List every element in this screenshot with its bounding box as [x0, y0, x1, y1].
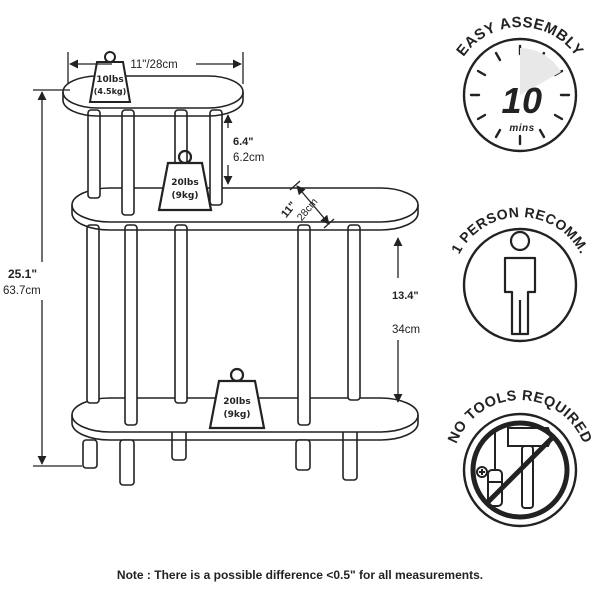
assembly-minutes: 10	[501, 80, 542, 121]
assembly-unit: mins	[509, 123, 534, 134]
no-sign-icon	[470, 420, 570, 520]
leg	[121, 109, 135, 216]
leg	[297, 224, 311, 426]
total-height-cm: 63.7cm	[3, 285, 41, 297]
leg	[119, 439, 135, 486]
weight-icon-middle: 20lbs (9kg)	[157, 149, 213, 212]
no-tools-badge: NO TOOLS REQUIRED	[445, 388, 594, 528]
weight-bottom-kg: (9kg)	[224, 410, 251, 420]
weight-icon-top: 10lbs (4.5kg)	[88, 51, 132, 103]
weight-icon-bottom: 20lbs (9kg)	[208, 367, 266, 430]
leg	[124, 224, 138, 426]
top-width-label: 11"/28cm	[130, 59, 177, 71]
top-gap-inches: 6.4"	[233, 136, 254, 148]
total-height-inches: 25.1"	[8, 267, 37, 281]
top-gap-cm: 6.2cm	[233, 152, 264, 164]
bottom-shelf-edge	[71, 415, 419, 441]
leg	[295, 439, 311, 471]
middle-shelf-edge	[71, 205, 419, 231]
leg	[86, 224, 100, 404]
weight-middle-kg: (9kg)	[172, 191, 199, 201]
weight-middle-lbs: 20lbs	[171, 178, 198, 188]
weight-top-kg: (4.5kg)	[94, 87, 127, 96]
person-badge: 1 PERSON RECOMM.	[448, 204, 592, 343]
leg	[174, 224, 188, 404]
dimension-lines	[33, 52, 403, 467]
weight-bottom-lbs: 20lbs	[223, 397, 250, 407]
weight-top-lbs: 10lbs	[96, 75, 123, 85]
leg	[347, 224, 361, 401]
lower-gap-cm: 34cm	[392, 324, 420, 336]
measurement-note: Note : There is a possible difference <0…	[116, 568, 484, 582]
leg	[82, 439, 98, 469]
top-shelf-edge	[62, 92, 244, 117]
lower-gap-inches: 13.4"	[392, 290, 419, 302]
person-icon	[503, 230, 537, 336]
clock-icon	[462, 37, 578, 153]
leg	[87, 109, 101, 199]
middle-shelf	[71, 187, 419, 223]
top-shelf	[62, 75, 244, 109]
leg	[342, 424, 358, 481]
easy-assembly-badge: EASY ASSEMBLY 10 mins	[453, 14, 586, 153]
leg	[171, 429, 187, 461]
leg	[209, 109, 223, 206]
